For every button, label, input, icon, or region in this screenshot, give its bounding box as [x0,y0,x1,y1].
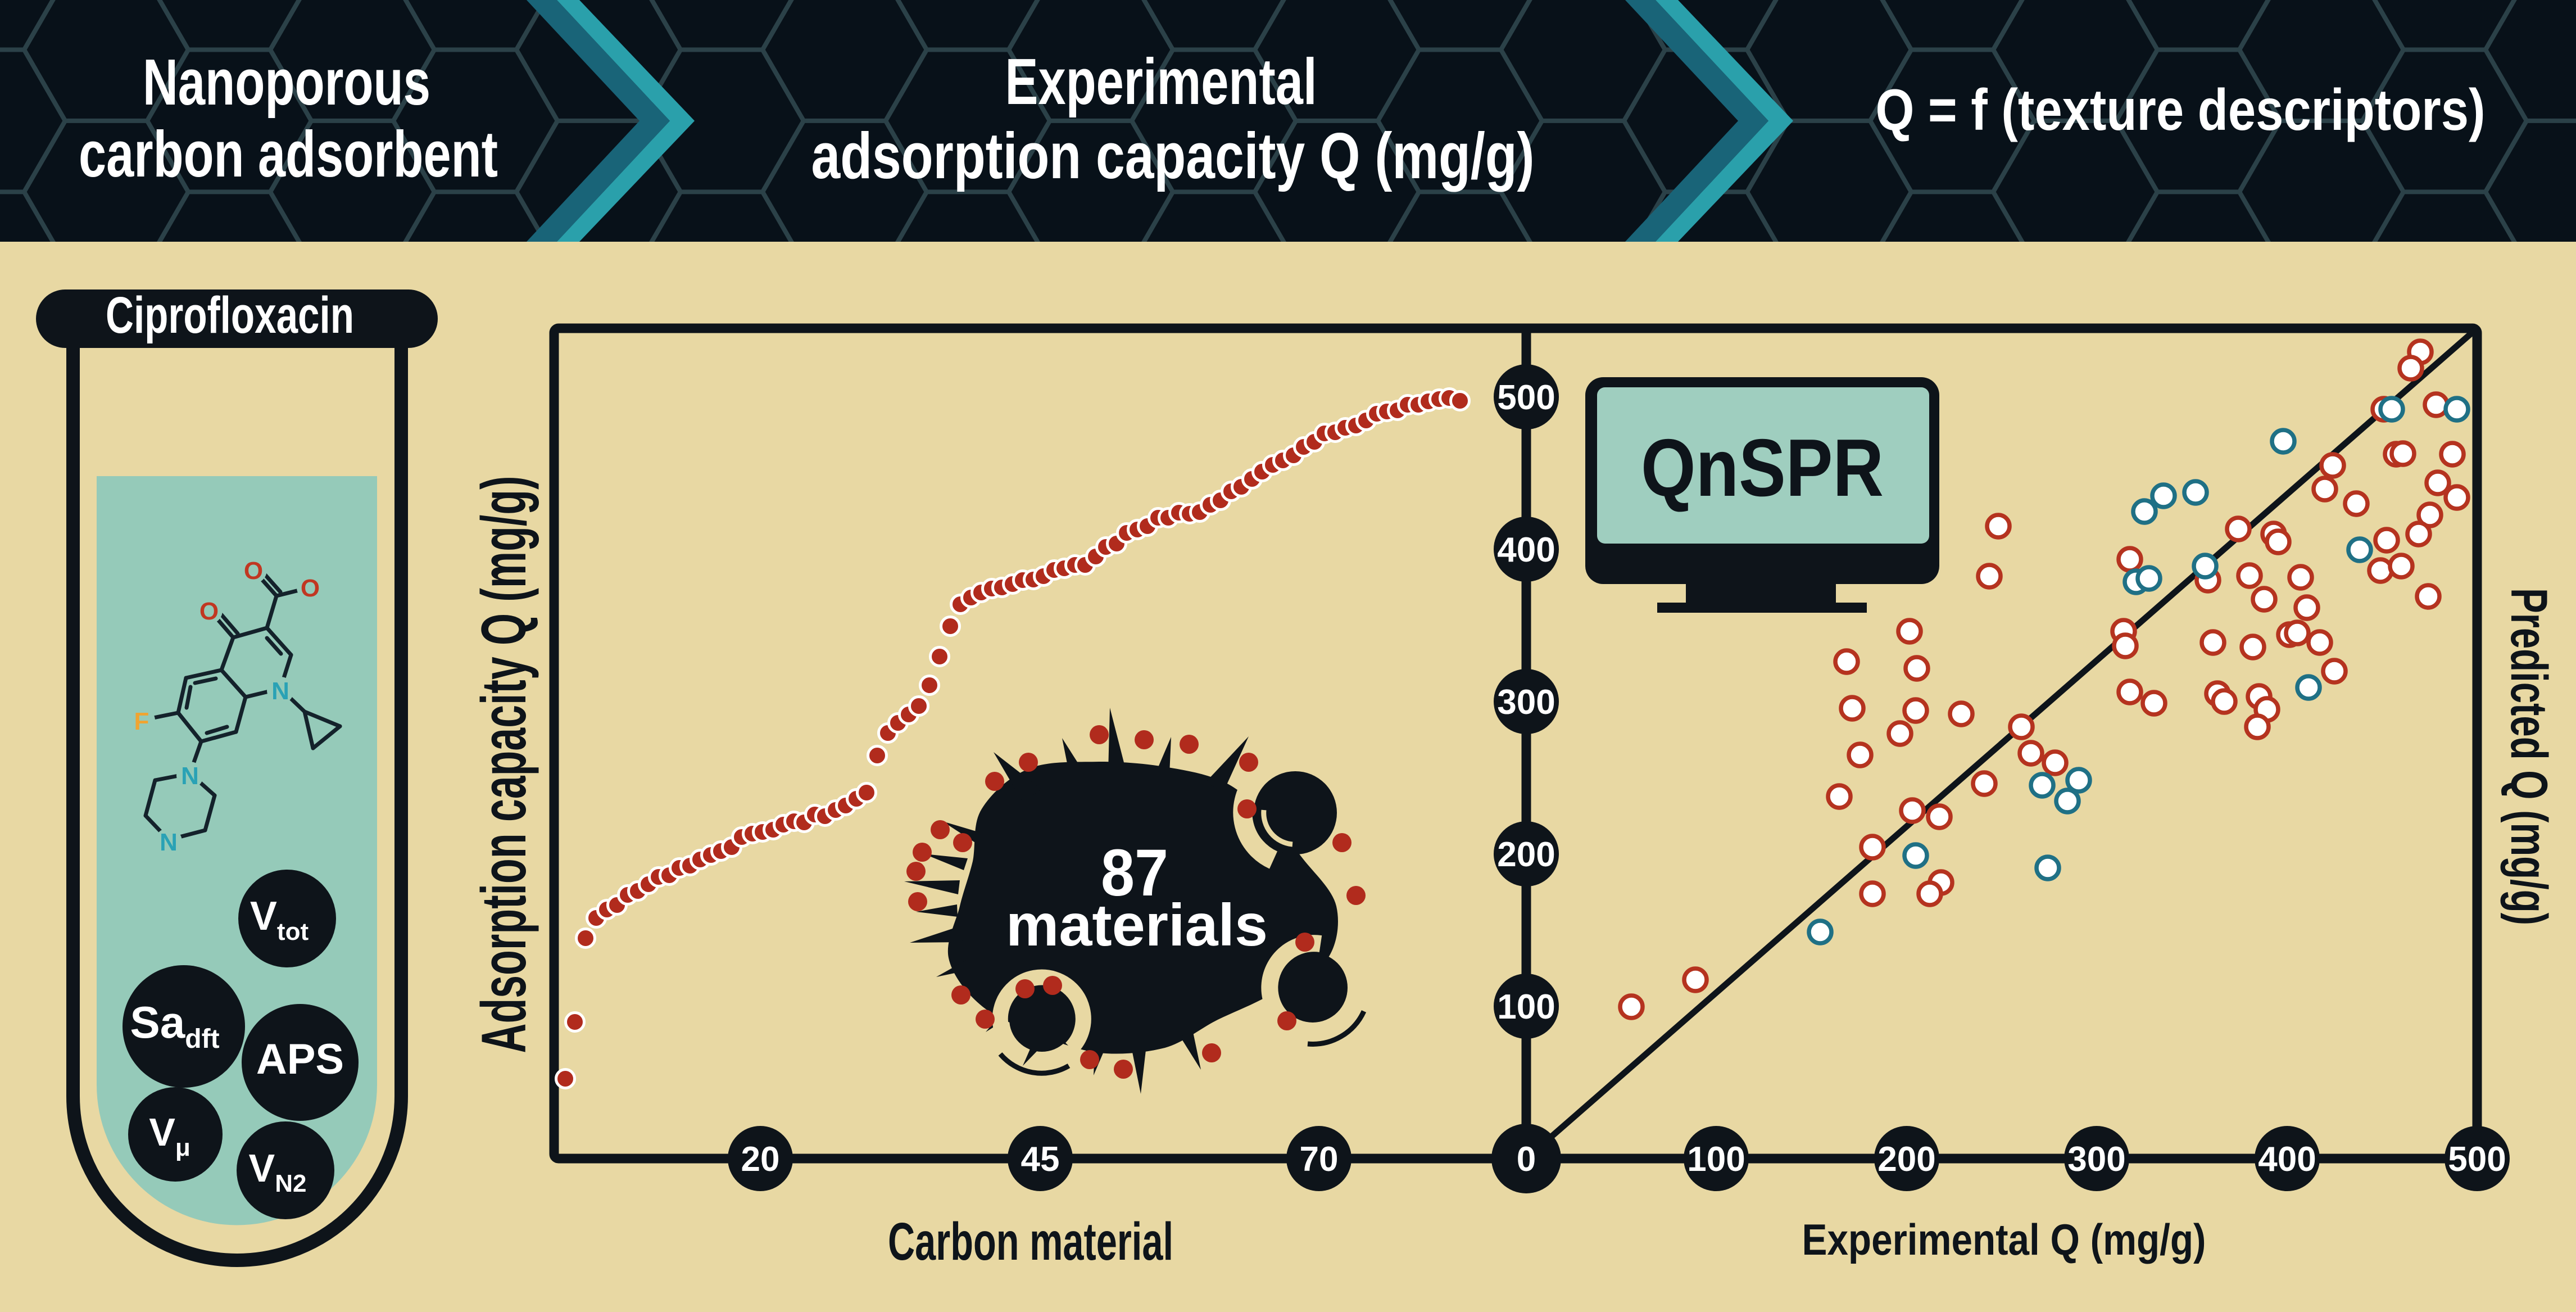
svg-text:200: 200 [1877,1140,1935,1179]
svg-text:500: 500 [1497,378,1555,417]
svg-text:O: O [301,574,320,602]
svg-text:O: O [199,598,219,625]
svg-text:Adsorption capacity Q (mg/g): Adsorption capacity Q (mg/g) [469,476,539,1053]
svg-text:N: N [160,829,178,856]
svg-text:Experimental Q (mg/g): Experimental Q (mg/g) [1802,1215,2206,1264]
svg-text:400: 400 [1497,531,1555,569]
svg-text:Experimental: Experimental [1005,45,1317,118]
svg-text:F: F [134,708,149,735]
svg-text:Carbon material: Carbon material [888,1212,1173,1272]
svg-text:carbon adsorbent: carbon adsorbent [79,117,498,191]
svg-text:N: N [181,762,199,790]
svg-text:QnSPR: QnSPR [1641,422,1884,513]
svg-text:Nanoporous: Nanoporous [143,46,430,119]
svg-text:materials: materials [1006,892,1268,958]
svg-text:100: 100 [1687,1140,1745,1179]
svg-text:Sadft: Sadft [130,997,219,1054]
svg-text:300: 300 [2067,1140,2125,1179]
svg-text:400: 400 [2258,1140,2316,1179]
svg-text:20: 20 [741,1140,780,1179]
svg-text:adsorption capacity Q (mg/g): adsorption capacity Q (mg/g) [811,119,1535,192]
svg-text:0: 0 [1517,1140,1536,1179]
svg-text:300: 300 [1497,683,1555,722]
svg-text:N: N [271,677,289,705]
svg-text:Q = f (texture descriptors): Q = f (texture descriptors) [1876,78,2486,143]
svg-text:100: 100 [1497,988,1555,1026]
svg-text:APS: APS [256,1035,344,1083]
svg-text:45: 45 [1021,1140,1060,1179]
svg-text:87: 87 [1101,836,1168,910]
svg-text:Ciprofloxacin: Ciprofloxacin [106,287,354,344]
svg-text:Predicted Q (mg/g): Predicted Q (mg/g) [2500,588,2557,925]
svg-text:70: 70 [1300,1140,1339,1179]
svg-text:500: 500 [2448,1140,2506,1179]
svg-text:200: 200 [1497,835,1555,874]
svg-text:O: O [244,557,263,585]
